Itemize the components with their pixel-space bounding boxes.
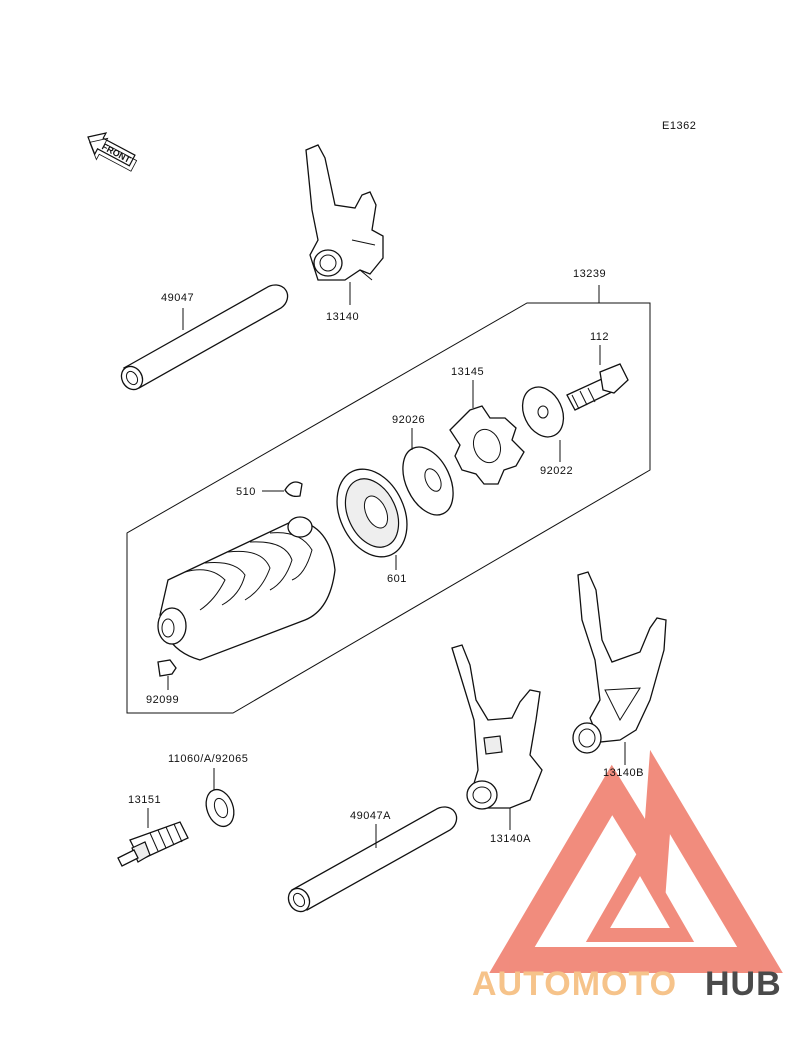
- neutral-switch-13151: [117, 821, 189, 867]
- shift-fork-13140: [305, 144, 384, 281]
- washer-92026: [402, 446, 454, 516]
- label-92022: 92022: [540, 465, 573, 477]
- shaft-49047A: [287, 806, 458, 913]
- label-92026: 92026: [392, 414, 425, 426]
- assembly-outline: [126, 302, 651, 714]
- bolt-112: [566, 363, 629, 411]
- shift-drum: [157, 516, 336, 661]
- label-13140: 13140: [326, 311, 359, 323]
- shift-cam-plate-13145: [449, 405, 525, 485]
- bearing-601: [336, 468, 408, 558]
- pin-92099: [157, 659, 177, 677]
- watermark-text-secondary: HUB: [705, 965, 782, 1003]
- label-13239: 13239: [573, 268, 606, 280]
- label-49047A: 49047A: [350, 810, 391, 822]
- shift-fork-13140B: [572, 571, 667, 754]
- label-601: 601: [387, 573, 407, 585]
- washer-92022: [521, 386, 565, 438]
- label-13140B: 13140B: [603, 767, 644, 779]
- front-arrow-icon: FRONT: [87, 132, 138, 172]
- key-510: [284, 481, 303, 498]
- shaft-49047: [120, 284, 289, 391]
- label-11060: 11060/A/92065: [168, 753, 248, 765]
- label-112: 112: [590, 331, 609, 343]
- washer-11060: [205, 788, 235, 828]
- label-13145: 13145: [451, 366, 484, 378]
- label-13151: 13151: [128, 794, 161, 806]
- label-49047: 49047: [161, 292, 194, 304]
- automotohub-logo: [489, 749, 783, 973]
- shift-fork-13140A: [451, 644, 543, 810]
- diagram-code: E1362: [662, 120, 696, 132]
- label-510: 510: [236, 486, 256, 498]
- label-92099: 92099: [146, 694, 179, 706]
- watermark-text-primary: AUTOMOTO: [472, 965, 677, 1003]
- label-13140A: 13140A: [490, 833, 531, 845]
